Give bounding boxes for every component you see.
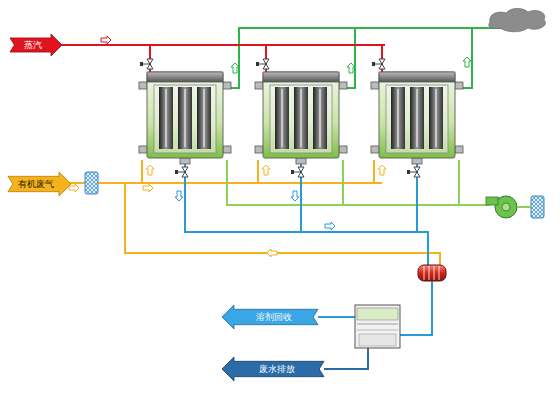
flow-arrow [146,165,154,175]
fan-symbol [502,203,510,211]
separator-tank [355,305,400,348]
filter-symbol [531,196,544,218]
fan-air-pipe [458,160,460,205]
valve-symbol [140,59,153,69]
adsorber-vessel [255,72,347,164]
flow-arrow [262,165,270,175]
flow-label: 有机废气 [18,180,54,189]
flow-arrow [463,57,471,67]
heat-exchanger [424,266,425,280]
separator-tank [357,330,398,331]
heat-exchanger [418,265,446,281]
flow-arrow [143,184,153,192]
flow-label: 废水排放 [259,365,295,374]
arrow-label-holder: 有机废气 [13,172,59,196]
valve-symbol [372,59,385,69]
valve-symbol [256,59,269,69]
separator-tank [357,324,398,325]
waste-gas-pipe [257,160,259,183]
filter-symbol [85,172,98,194]
arrow-outline [222,357,324,381]
flow-arrow [347,63,355,73]
arrow-outline [222,305,318,329]
separator-tank [359,334,396,346]
condensate-pipe [318,316,355,318]
flow-arrow [231,63,239,73]
fan-symbol [517,206,531,208]
waste-gas-inlet-arrow: 有机废气 [8,172,71,196]
fan-air-pipe [227,160,490,205]
waste-gas-pipe [141,160,143,183]
valve-symbol [407,167,420,177]
flow-arrow [101,36,111,44]
waste-gas-pipe [62,182,382,184]
fan-symbol [486,196,531,218]
waste-gas-pipe [373,160,375,183]
waste-water-arrow: 废水排放 [222,357,324,381]
solvent-recovery-arrow: 溶剂回收 [222,305,318,329]
heat-exchanger [418,265,446,281]
condensate-pipe [185,164,432,335]
adsorber-vessel [139,72,231,164]
waste-gas-pipe [125,183,440,265]
clean-gas-pipe [455,28,472,88]
arrow-label-holder: 废水排放 [234,357,319,381]
exhaust-plume [489,8,546,31]
arrow-outline [10,34,62,56]
separator-tank [355,305,400,348]
flow-arrow [291,191,299,201]
flow-label: 溶剂回收 [256,313,292,322]
heat-exchanger [429,266,430,280]
heat-exchanger [439,266,440,280]
steam-pipe [60,44,385,46]
fan-air-pipe [227,160,490,205]
flow-arrow [69,184,79,192]
arrow-outline [8,172,71,196]
arrow-label-holder: 溶剂回收 [234,305,313,329]
waste-water-pipe [324,348,368,369]
flow-arrow [267,249,277,257]
flow-arrow [175,191,183,201]
clean-gas-pipe [339,28,355,88]
condensate-pipe [185,164,428,265]
arrow-label-holder: 蒸汽 [14,34,51,56]
valve-symbol [175,167,188,177]
waste-gas-pipe [62,160,440,265]
valve-symbol [291,167,304,177]
flow-arrow [325,222,335,230]
fan-air-pipe [342,160,344,205]
fan-symbol [486,197,498,205]
adsorber-vessel [371,72,463,164]
flow-arrow [378,165,386,175]
separator-tank [357,308,398,320]
condensate-pipe [400,281,432,335]
steam-inlet-arrow: 蒸汽 [10,34,62,56]
heat-exchanger [434,266,435,280]
flow-label: 蒸汽 [24,41,42,50]
